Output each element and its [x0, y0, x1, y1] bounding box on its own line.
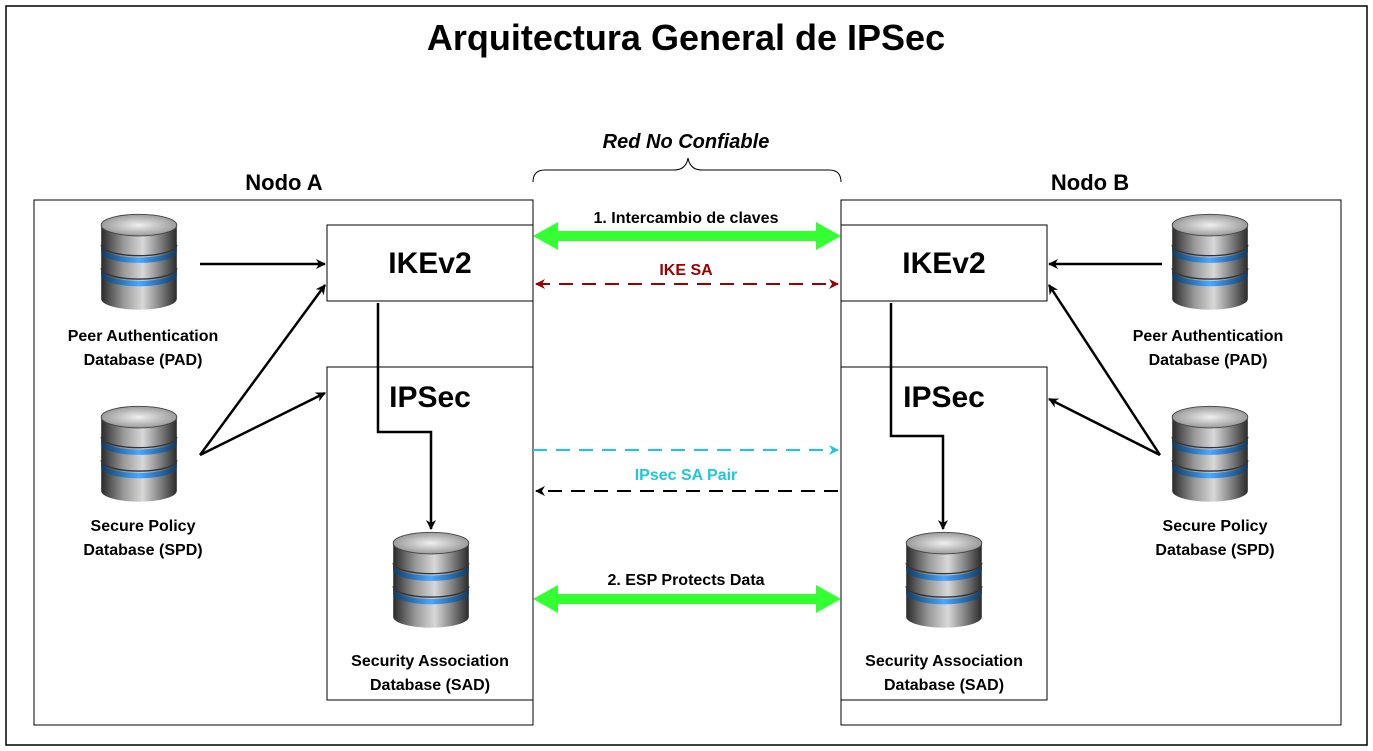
node-b-sad-label-line1: Security Association	[865, 653, 1023, 670]
node-a-pad-label-line1: Peer Authentication	[68, 328, 219, 345]
key-exchange-double-arrow	[533, 222, 841, 250]
diagram-title: Arquitectura General de IPSec	[427, 17, 945, 58]
node-b-spd-label-line1: Secure Policy	[1163, 518, 1268, 535]
outer-frame	[5, 5, 1368, 746]
node-b-sad-label-line2: Database (SAD)	[884, 677, 1004, 694]
node-b-pad-database-icon	[1171, 213, 1249, 311]
node-b-spd-label-line2: Database (SPD)	[1155, 542, 1274, 559]
ike-sa-label: IKE SA	[659, 262, 713, 279]
node-a-spd-label-line2: Database (SPD)	[83, 542, 202, 559]
node-a-pad-database-icon	[100, 213, 178, 311]
untrusted-network-label: Red No Confiable	[603, 131, 770, 153]
node-a-ike-to-sad-arrow	[376, 303, 436, 530]
node-b-ike-to-sad-arrow	[889, 303, 948, 530]
node-a-spd-to-ike-arrow	[198, 284, 327, 456]
node-a-ipsec-label: IPSec	[389, 381, 471, 414]
node-a-pad-label-line2: Database (PAD)	[84, 352, 203, 369]
node-b-ikev2-box	[840, 224, 1048, 302]
node-a-spd-label-line1: Secure Policy	[91, 518, 196, 535]
node-a-sad-label-line2: Database (SAD)	[370, 677, 490, 694]
node-a-ikev2-box	[326, 224, 534, 302]
untrusted-network-brace	[532, 157, 842, 183]
node-b-sad-database-icon	[905, 531, 983, 629]
node-b-label: Nodo B	[1051, 170, 1129, 195]
node-a-spd-database-icon	[100, 405, 178, 503]
node-b-spd-to-ipsec-arrow	[1048, 397, 1161, 457]
node-b-spd-to-ike-arrow	[1047, 284, 1162, 456]
node-a-ikev2-label: IKEv2	[388, 247, 471, 280]
node-a-spd-to-ipsec-arrow	[199, 391, 326, 457]
node-a-sad-label-line1: Security Association	[351, 653, 509, 670]
key-exchange-label: 1. Intercambio de claves	[594, 210, 779, 227]
esp-label: 2. ESP Protects Data	[607, 572, 764, 589]
node-a-sad-database-icon	[392, 531, 470, 629]
node-b-pad-label-line1: Peer Authentication	[1133, 328, 1284, 345]
node-a-label: Nodo A	[245, 170, 322, 195]
node-b-ipsec-label: IPSec	[903, 381, 985, 414]
node-b-ikev2-label: IKEv2	[902, 247, 985, 280]
node-b-pad-label-line2: Database (PAD)	[1149, 352, 1268, 369]
node-b-spd-database-icon	[1171, 405, 1249, 503]
ipsec-sa-pair-label: IPsec SA Pair	[635, 467, 738, 484]
esp-double-arrow	[533, 585, 841, 613]
